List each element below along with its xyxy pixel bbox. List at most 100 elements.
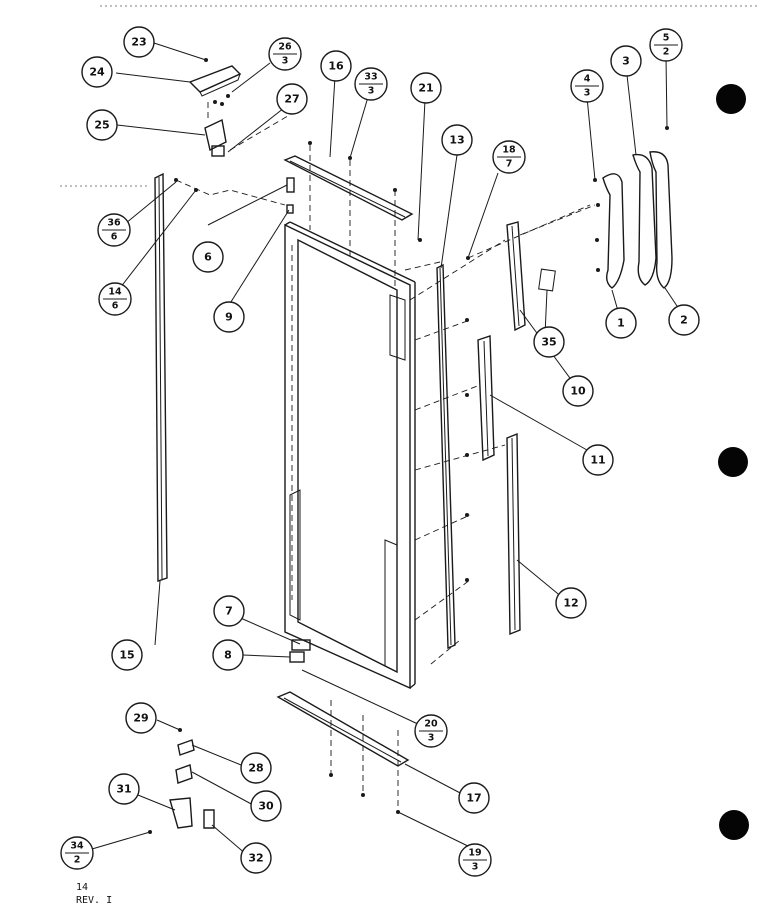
bottom-hinge-assembly xyxy=(169,739,215,829)
liner-piece-lower xyxy=(506,432,521,636)
callout-1: 1 xyxy=(605,307,637,339)
svg-text:27: 27 xyxy=(284,93,299,106)
side-trim-strip xyxy=(154,172,168,582)
svg-text:11: 11 xyxy=(590,454,605,467)
top-channel xyxy=(283,155,414,221)
svg-text:24: 24 xyxy=(89,66,105,79)
hinge-plate xyxy=(204,118,227,152)
svg-text:16: 16 xyxy=(328,60,344,73)
callout-31: 31 xyxy=(108,773,140,805)
callout-5-2: 5 2 xyxy=(649,28,683,62)
vertical-gasket-strip xyxy=(436,263,456,650)
callout-19-3: 19 3 xyxy=(458,843,492,877)
svg-text:36: 36 xyxy=(107,218,121,229)
door-handle-inner xyxy=(602,173,625,289)
svg-text:21: 21 xyxy=(418,82,433,95)
callout-4-3: 4 3 xyxy=(570,69,604,103)
callout-17: 17 xyxy=(458,782,490,814)
callout-9: 9 xyxy=(213,301,245,333)
svg-text:2: 2 xyxy=(663,47,670,58)
svg-text:17: 17 xyxy=(466,792,481,805)
svg-text:32: 32 xyxy=(248,852,263,865)
svg-text:2: 2 xyxy=(74,855,81,866)
svg-text:4: 4 xyxy=(584,74,591,85)
svg-text:9: 9 xyxy=(225,311,233,324)
callout-32: 32 xyxy=(240,842,272,874)
svg-text:1: 1 xyxy=(617,317,625,330)
callout-11: 11 xyxy=(582,444,614,476)
callout-35: 35 xyxy=(533,326,565,358)
screws xyxy=(148,58,669,834)
svg-text:7: 7 xyxy=(225,605,233,618)
svg-text:3: 3 xyxy=(282,56,289,67)
callout-33-3: 33 3 xyxy=(354,67,388,101)
callout-28: 28 xyxy=(240,752,272,784)
svg-text:15: 15 xyxy=(119,649,134,662)
door-handle-outer xyxy=(649,151,673,289)
svg-text:20: 20 xyxy=(424,719,438,730)
callout-13: 13 xyxy=(441,124,473,156)
callout-15: 15 xyxy=(111,639,143,671)
callout-12: 12 xyxy=(555,587,587,619)
svg-text:33: 33 xyxy=(364,72,377,83)
callout-18-7: 18 7 xyxy=(492,140,526,174)
label-plate xyxy=(538,268,556,292)
svg-text:29: 29 xyxy=(133,712,148,725)
bottom-bushing xyxy=(291,639,311,651)
callout-36-6: 36 6 xyxy=(97,213,131,247)
callout-21: 21 xyxy=(410,72,442,104)
assembly-lines xyxy=(175,100,596,812)
svg-text:3: 3 xyxy=(428,733,435,744)
callout-29: 29 xyxy=(125,702,157,734)
hinge-pin-bushing xyxy=(286,177,295,193)
callout-2: 2 xyxy=(668,304,700,336)
revision-label: REV. I xyxy=(76,895,112,906)
callout-10: 10 xyxy=(562,375,594,407)
callout-24: 24 xyxy=(81,56,113,88)
svg-text:26: 26 xyxy=(278,42,292,53)
callout-7: 7 xyxy=(213,595,245,627)
svg-text:14: 14 xyxy=(108,287,122,298)
svg-text:12: 12 xyxy=(563,597,578,610)
svg-text:25: 25 xyxy=(94,119,109,132)
liner-piece-middle xyxy=(477,335,495,462)
svg-text:6: 6 xyxy=(112,301,119,312)
callout-20-3: 20 3 xyxy=(414,714,448,748)
punch-hole xyxy=(719,810,749,840)
svg-text:3: 3 xyxy=(472,862,479,873)
callout-3: 3 xyxy=(610,45,642,77)
callout-27: 27 xyxy=(276,83,308,115)
page-number: 14 xyxy=(76,882,88,893)
svg-text:3: 3 xyxy=(584,88,591,99)
callout-26-3: 26 3 xyxy=(268,37,302,71)
handle-cover xyxy=(632,153,657,286)
svg-text:8: 8 xyxy=(224,649,232,662)
svg-text:3: 3 xyxy=(368,86,375,97)
svg-text:5: 5 xyxy=(663,33,670,44)
svg-text:31: 31 xyxy=(116,783,131,796)
svg-text:2: 2 xyxy=(680,314,688,327)
liner-piece-upper xyxy=(506,221,526,332)
bottom-cam xyxy=(289,651,305,663)
door-panel xyxy=(284,221,416,690)
svg-text:3: 3 xyxy=(622,55,630,68)
svg-text:28: 28 xyxy=(248,762,263,775)
top-hinge-bracket xyxy=(188,65,242,97)
svg-text:23: 23 xyxy=(131,36,146,49)
svg-text:35: 35 xyxy=(541,336,556,349)
svg-text:34: 34 xyxy=(70,841,84,852)
callout-23: 23 xyxy=(123,26,155,58)
svg-text:13: 13 xyxy=(449,134,464,147)
svg-text:6: 6 xyxy=(204,251,212,264)
stop-bracket xyxy=(286,204,294,214)
svg-text:30: 30 xyxy=(258,800,274,813)
bottom-channel xyxy=(276,691,410,767)
punch-hole xyxy=(718,447,748,477)
callout-25: 25 xyxy=(86,109,118,141)
hinge-block xyxy=(211,145,225,157)
callout-30: 30 xyxy=(250,790,282,822)
punch-hole xyxy=(716,84,746,114)
callout-6: 6 xyxy=(192,241,224,273)
callout-34-2: 34 2 xyxy=(60,836,94,870)
